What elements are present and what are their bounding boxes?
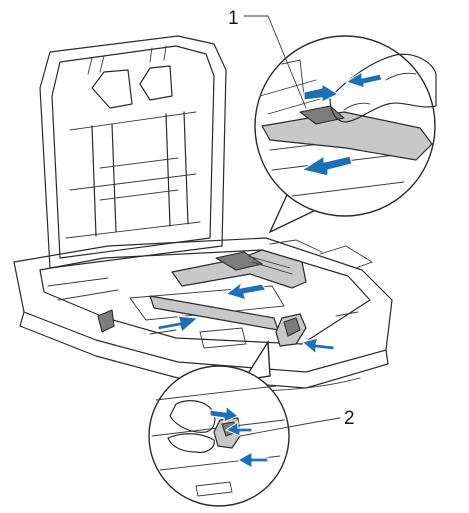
pinch-arrow-upper [209,405,239,423]
pinch-arrow-lower [225,421,253,437]
slide-arrow-width-right [301,337,335,355]
callout-label-2: 2 [344,408,355,429]
output-paper-support [39,35,227,269]
paper-width-guide [149,295,307,347]
squeeze-arrow-out [303,83,339,103]
callout-label-1: 1 [228,8,239,29]
paper-tray [13,35,393,392]
detail-view-width-guide [148,339,290,507]
callout-1-leader [243,15,307,109]
callout-2-leader [239,417,341,437]
slide-arrow-detail [237,451,269,469]
tray-base [13,237,393,392]
slide-out-arrow [301,155,353,177]
slide-arrow-width-left [157,315,199,333]
slide-arrow-length [225,281,267,301]
squeeze-arrow-in [345,71,383,89]
paper-length-guide [171,249,307,289]
detail-view-length-guide [254,35,437,234]
